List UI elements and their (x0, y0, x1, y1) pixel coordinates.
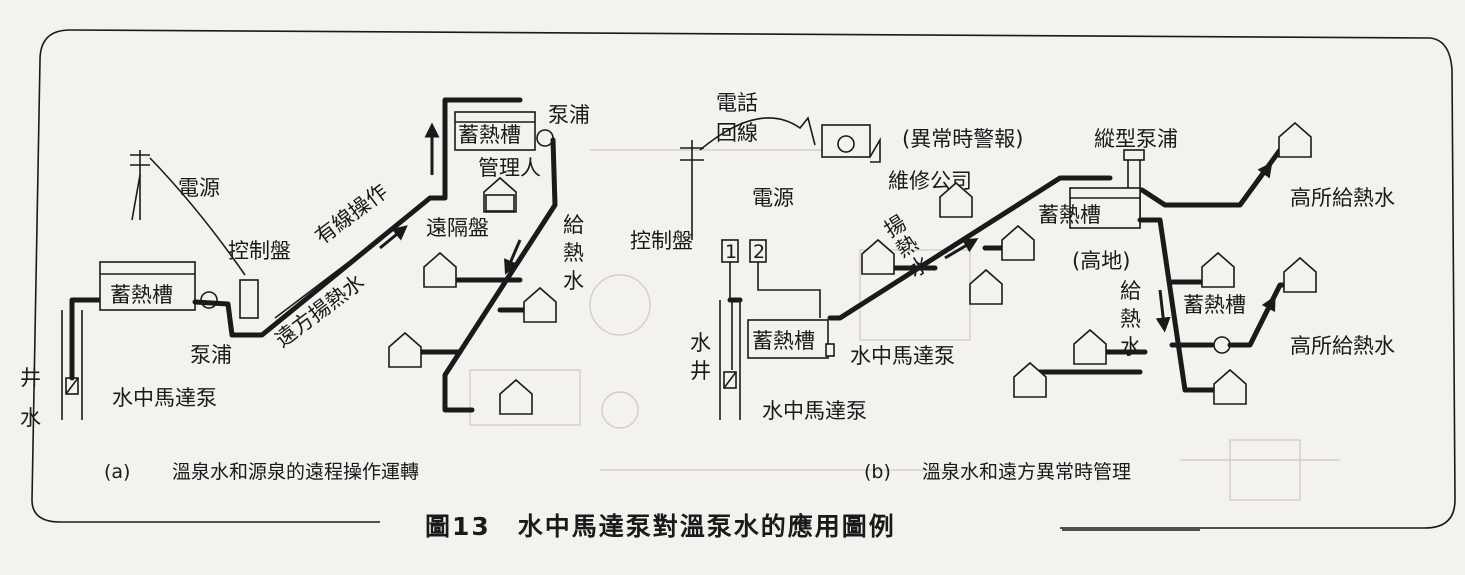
label-phone-line-1: 電話 (716, 91, 758, 115)
label-power-b: 電源 (752, 186, 794, 210)
label-switch-1: 1 (725, 241, 737, 263)
caption-b-tag: (b) (864, 461, 891, 483)
tank-b (747, 319, 829, 359)
label-tank-right: 蓄熱槽 (1183, 293, 1246, 317)
tank-b-pump-icon (825, 343, 835, 357)
control-panel-box (239, 279, 259, 319)
house-icon (1001, 225, 1035, 261)
label-supply-3: 水 (563, 269, 584, 293)
house-icon (1283, 257, 1317, 293)
power-pole-icon (680, 140, 704, 240)
house-icon (1073, 329, 1107, 365)
arrow-lift-b-icon (944, 238, 979, 260)
label-remote-panel: 遠隔盤 (426, 216, 489, 240)
panel-frame-left (31, 59, 380, 523)
label-well-1: 井 (20, 366, 41, 390)
label-power: 電源 (178, 176, 220, 200)
label-supply-b-2: 熱 (1120, 307, 1141, 331)
label-submersible-pump: 水中馬達泵 (112, 386, 217, 410)
label-manager: 管理人 (478, 156, 541, 180)
house-icon (861, 239, 895, 275)
arrow-down-icon (504, 239, 522, 275)
phone-line-wire (699, 116, 816, 151)
house-icon (1213, 369, 1247, 405)
label-highland: (高地) (1072, 249, 1130, 273)
pipe-supply (442, 137, 558, 413)
label-switch-2: 2 (753, 241, 765, 263)
pipe-supply-b (1137, 217, 1218, 393)
house-icon (423, 252, 457, 288)
label-tank-b: 蓄熱槽 (752, 329, 815, 353)
label-high-supply-1: 高所給熱水 (1290, 186, 1395, 210)
label-tank-top: 蓄熱槽 (458, 123, 521, 147)
label-tank-high: 蓄熱槽 (1038, 203, 1101, 227)
house-icon (1278, 122, 1312, 158)
label-well-b-1: 水 (690, 331, 711, 355)
arrow-high-2-icon (1256, 295, 1276, 329)
house-icon (388, 332, 422, 368)
label-control-panel: 控制盤 (228, 239, 291, 263)
label-alarm: (異常時警報) (902, 127, 1023, 151)
remote-panel-box (485, 194, 515, 212)
house-icon (1201, 252, 1235, 288)
label-supply-b-3: 水 (1120, 335, 1141, 359)
label-well-2: 水 (20, 406, 41, 430)
label-submersible-b-2: 水中馬達泵 (762, 399, 867, 423)
house-icon (1013, 362, 1047, 398)
panel-frame (39, 29, 1456, 529)
pipe-high-1 (1139, 147, 1303, 208)
house-icon (969, 269, 1003, 305)
label-supply-1: 給 (563, 213, 584, 237)
label-pump-top: 泵浦 (548, 103, 590, 127)
label-tank-left: 蓄熱槽 (110, 283, 173, 307)
tank-left (99, 261, 196, 311)
panel-b: 電話 回線 (異常時警報) 維修公司 電源 控制盤 1 2 水 井 蓄熱槽 (630, 91, 1395, 483)
label-supply-b-1: 給 (1120, 279, 1141, 303)
label-pump-left: 泵浦 (190, 343, 232, 367)
label-well-b-2: 井 (690, 359, 711, 383)
house-icon (499, 379, 533, 415)
arrow-lift-icon (379, 225, 408, 250)
well (61, 297, 113, 420)
caption-a-tag: (a) (104, 461, 130, 483)
pipe-lift (192, 97, 523, 338)
label-vertical-pump: 縱型泵浦 (1094, 127, 1178, 151)
label-submersible-b-1: 水中馬達泵 (850, 344, 955, 368)
pump-top-icon (536, 129, 554, 147)
caption-b-text: 溫泉水和遠方異常時管理 (922, 461, 1131, 483)
arrow-supply-b-icon (1155, 289, 1171, 333)
house-icon (523, 287, 557, 323)
label-high-supply-2: 高所給熱水 (1290, 334, 1395, 358)
tank-top (454, 111, 536, 151)
label-supply-2: 熱 (563, 241, 584, 265)
pipe-lift-b (827, 175, 1113, 321)
label-control-panel-b: 控制盤 (630, 229, 693, 253)
tank-high (1069, 187, 1141, 229)
power-pole-icon (130, 150, 246, 276)
figure-title: 圖13 水中馬達泵對溫泵水的應用圖例 (425, 512, 896, 541)
arrow-high-1-icon (1250, 161, 1273, 191)
caption-a-text: 溫泉水和源泉的遠程操作運轉 (172, 461, 419, 483)
